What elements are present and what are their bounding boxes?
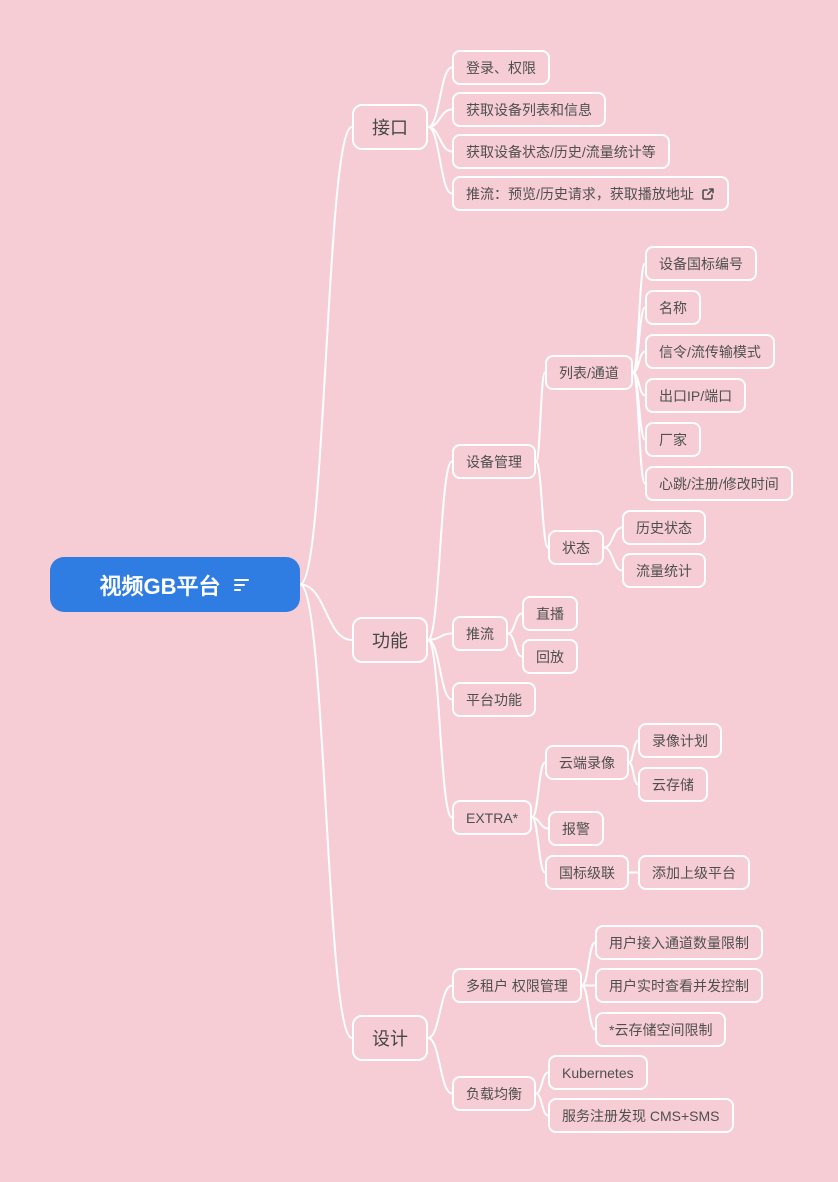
node-label: 负载均衡 — [466, 1085, 522, 1102]
node-gb-cascade[interactable]: 国标级联 — [545, 855, 629, 890]
node-label: 登录、权限 — [466, 59, 536, 76]
node-label: 多租户 权限管理 — [466, 977, 568, 994]
node-playback[interactable]: 回放 — [522, 639, 578, 674]
node-label: 用户接入通道数量限制 — [609, 934, 749, 951]
node-label: 推流：预览/历史请求，获取播放地址 — [466, 185, 694, 202]
node-channel-count-limit[interactable]: 用户接入通道数量限制 — [595, 925, 763, 960]
node-device-management[interactable]: 设备管理 — [452, 444, 536, 479]
node-label: 设备国标编号 — [659, 255, 743, 272]
node-signaling-mode[interactable]: 信令/流传输模式 — [645, 334, 775, 369]
node-history-status[interactable]: 历史状态 — [622, 510, 706, 545]
node-list-channel[interactable]: 列表/通道 — [545, 355, 633, 390]
node-label: 状态 — [562, 539, 590, 556]
node-extra[interactable]: EXTRA* — [452, 800, 533, 835]
node-label: 推流 — [466, 625, 494, 642]
node-label: 心跳/注册/修改时间 — [659, 475, 779, 492]
node-label: 获取设备状态/历史/流量统计等 — [466, 143, 656, 160]
node-add-upper-platform[interactable]: 添加上级平台 — [638, 855, 750, 890]
node-cloud-recording[interactable]: 云端录像 — [545, 745, 629, 780]
node-label: 功能 — [372, 631, 408, 651]
outline-menu-icon[interactable] — [233, 577, 251, 593]
node-label: 云存储 — [652, 776, 694, 793]
node-label: 列表/通道 — [559, 364, 619, 381]
node-label: Kubernetes — [562, 1064, 634, 1081]
node-label: 获取设备列表和信息 — [466, 101, 592, 118]
node-get-device-status[interactable]: 获取设备状态/历史/流量统计等 — [452, 134, 670, 169]
node-device-name[interactable]: 名称 — [645, 290, 701, 325]
node-push-stream[interactable]: 推流 — [452, 616, 508, 651]
node-service-discovery[interactable]: 服务注册发现 CMS+SMS — [548, 1098, 734, 1133]
node-label: 国标级联 — [559, 864, 615, 881]
branch-interface[interactable]: 接口 — [352, 104, 428, 150]
root-node[interactable]: 视频GB平台 — [50, 557, 300, 612]
node-label: 添加上级平台 — [652, 864, 736, 881]
node-label: 出口IP/端口 — [659, 387, 733, 404]
node-label: EXTRA* — [466, 809, 519, 826]
node-label: 录像计划 — [652, 732, 708, 749]
node-label: *云存储空间限制 — [609, 1021, 713, 1038]
node-label: 信令/流传输模式 — [659, 343, 761, 360]
node-platform-features[interactable]: 平台功能 — [452, 682, 536, 717]
node-concurrent-view-limit[interactable]: 用户实时查看并发控制 — [595, 968, 763, 1003]
node-multi-tenant-permission[interactable]: 多租户 权限管理 — [452, 968, 582, 1003]
node-label: 厂家 — [659, 431, 687, 448]
node-live[interactable]: 直播 — [522, 596, 578, 631]
node-cloud-storage-limit[interactable]: *云存储空间限制 — [595, 1012, 727, 1047]
node-cloud-storage[interactable]: 云存储 — [638, 767, 708, 802]
node-label: 设计 — [372, 1029, 408, 1049]
node-label: 流量统计 — [636, 562, 692, 579]
node-status[interactable]: 状态 — [548, 530, 604, 565]
node-push-stream-api[interactable]: 推流：预览/历史请求，获取播放地址 — [452, 176, 729, 211]
node-alarm[interactable]: 报警 — [548, 811, 604, 846]
root-label: 视频GB平台 — [99, 573, 221, 599]
branch-design[interactable]: 设计 — [352, 1015, 428, 1061]
node-recording-plan[interactable]: 录像计划 — [638, 723, 722, 758]
node-egress-ip-port[interactable]: 出口IP/端口 — [645, 378, 747, 413]
node-get-device-list[interactable]: 获取设备列表和信息 — [452, 92, 606, 127]
node-label: 历史状态 — [636, 519, 692, 536]
node-heartbeat-time[interactable]: 心跳/注册/修改时间 — [645, 466, 793, 501]
node-kubernetes[interactable]: Kubernetes — [548, 1055, 648, 1090]
node-load-balancing[interactable]: 负载均衡 — [452, 1076, 536, 1111]
branch-features[interactable]: 功能 — [352, 617, 428, 663]
node-label: 用户实时查看并发控制 — [609, 977, 749, 994]
node-label: 平台功能 — [466, 691, 522, 708]
node-label: 云端录像 — [559, 754, 615, 771]
node-vendor[interactable]: 厂家 — [645, 422, 701, 457]
node-login-permissions[interactable]: 登录、权限 — [452, 50, 550, 85]
node-label: 回放 — [536, 648, 564, 665]
node-label: 接口 — [372, 118, 408, 138]
node-label: 直播 — [536, 605, 564, 622]
external-link-icon[interactable] — [701, 187, 715, 201]
node-traffic-stats[interactable]: 流量统计 — [622, 553, 706, 588]
node-device-gb-id[interactable]: 设备国标编号 — [645, 246, 757, 281]
node-label: 设备管理 — [466, 453, 522, 470]
node-label: 报警 — [562, 820, 590, 837]
node-label: 服务注册发现 CMS+SMS — [562, 1107, 720, 1124]
node-label: 名称 — [659, 299, 687, 316]
